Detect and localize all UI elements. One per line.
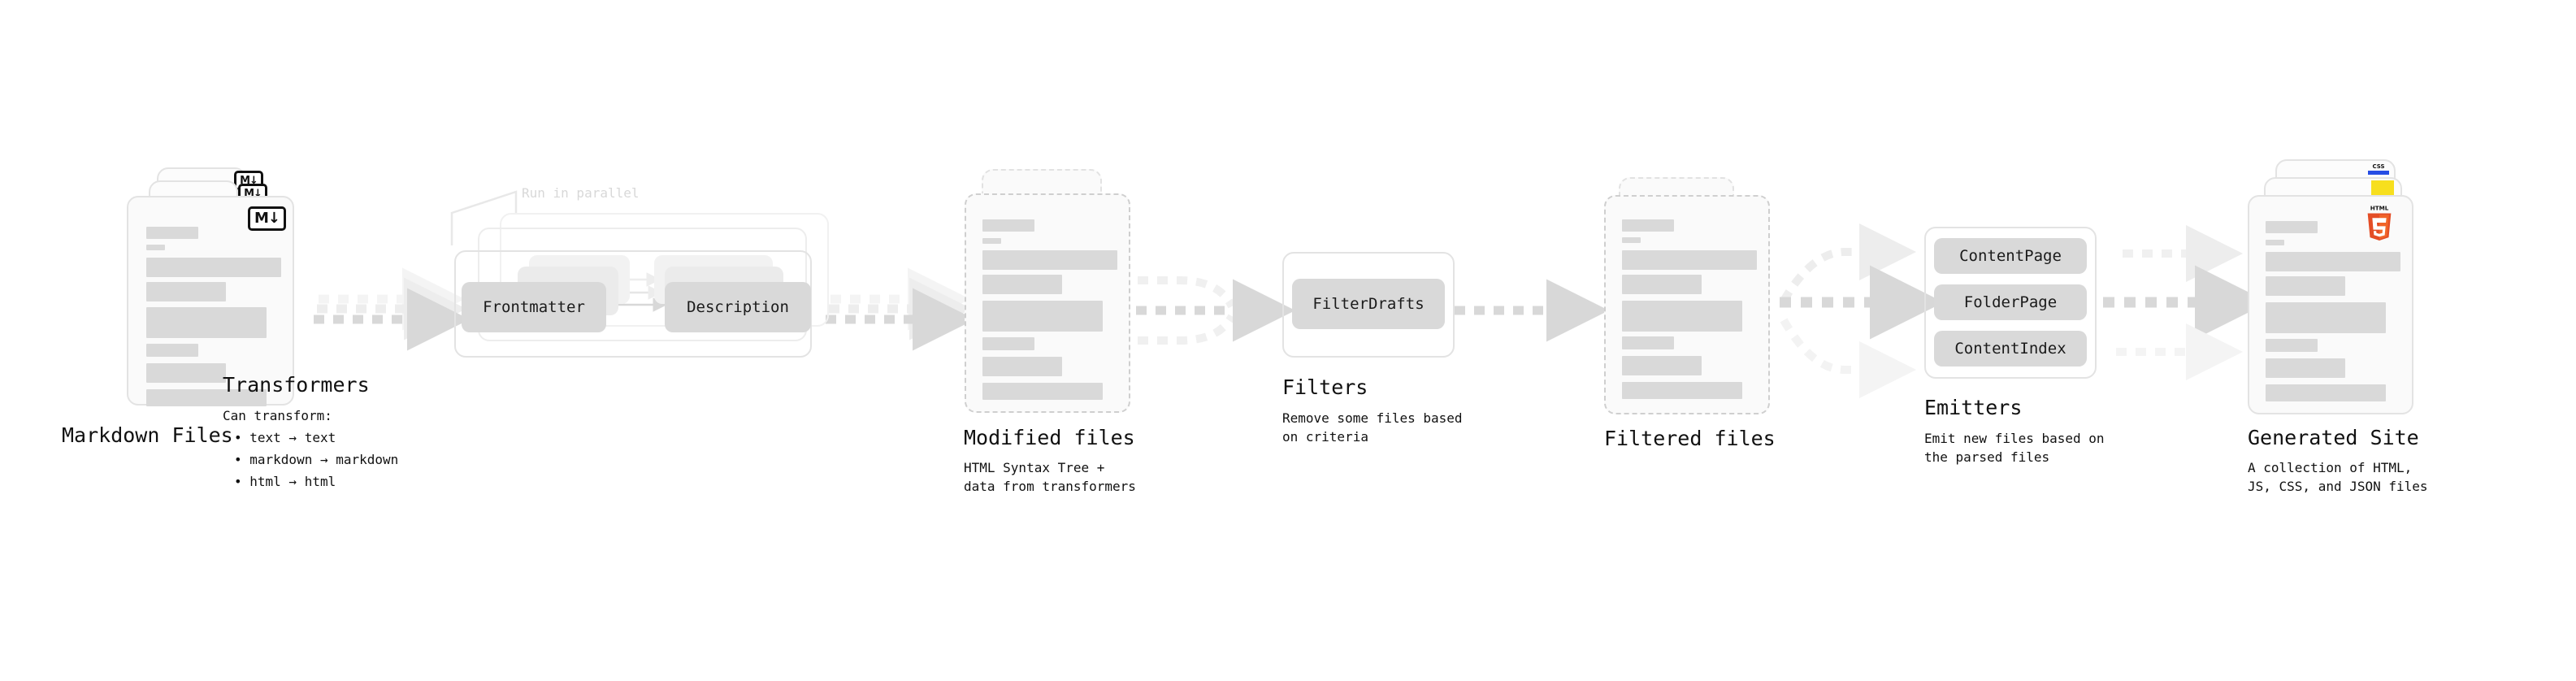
skeleton-bar — [146, 258, 281, 277]
emitters-box — [1924, 227, 2097, 379]
arrow-modified-to-filters — [1136, 276, 1295, 345]
skeleton-bar — [982, 238, 1001, 244]
skeleton-bar — [146, 389, 267, 406]
skeleton-bar — [1622, 382, 1742, 399]
skeleton-bar — [2266, 384, 2386, 401]
arrow-markdown-to-transformers — [314, 267, 470, 351]
skeleton-bar — [2266, 221, 2318, 233]
skeleton-bar — [2266, 302, 2386, 333]
skeleton-bar — [982, 250, 1117, 270]
skeleton-bar — [982, 275, 1062, 294]
skeleton-bar — [2266, 240, 2284, 245]
site-card-front: HTML — [2248, 195, 2413, 414]
skeleton-bar — [1622, 336, 1674, 349]
transformer-chip-description[interactable]: Description — [665, 282, 811, 332]
emitter-chip-contentindex[interactable]: ContentIndex — [1934, 331, 2087, 367]
emitters-subtitle: Emit new files based on the parsed files — [1924, 431, 2105, 466]
skeleton-bar — [1622, 356, 1702, 375]
filters-subtitle: Remove some files based on criteria — [1282, 410, 1463, 445]
transformers-bullet-2: • html → html — [234, 474, 336, 489]
transformer-box-front — [454, 250, 812, 358]
skeleton-bar — [146, 282, 226, 301]
skeleton-bar — [1622, 250, 1757, 270]
skeleton-bar — [2266, 252, 2400, 271]
css-icon-label: CSS — [2372, 163, 2385, 170]
skeleton-bar — [982, 383, 1103, 400]
skeleton-bar — [982, 357, 1062, 376]
css-icon: CSS — [2368, 163, 2389, 175]
skeleton-bar — [146, 363, 226, 383]
transformers-subtitle: Can transform: — [223, 408, 332, 423]
skeleton-bar — [1622, 219, 1674, 232]
skeleton-bar — [982, 219, 1034, 232]
arrow-emitters-to-site — [2103, 225, 2269, 380]
filters-box — [1282, 252, 1455, 358]
stage-title-markdown-files: Markdown Files — [62, 423, 233, 447]
skeleton-bar — [146, 245, 165, 250]
emitter-chip-folderpage[interactable]: FolderPage — [1934, 284, 2087, 320]
generated-site-subtitle: A collection of HTML, JS, CSS, and JSON … — [2248, 460, 2428, 495]
filtered-card-front — [1604, 195, 1770, 414]
skeleton-bar — [982, 337, 1034, 350]
transformer-chip-frontmatter[interactable]: Frontmatter — [462, 282, 606, 332]
stage-title-generated-site: Generated Site — [2248, 426, 2419, 449]
arrow-filtered-to-emitters — [1780, 223, 1944, 398]
transformers-bullet-0: • text → text — [234, 430, 336, 445]
svg-text:HTML: HTML — [2370, 205, 2389, 212]
modified-files-subtitle: HTML Syntax Tree + data from transformer… — [964, 460, 1136, 495]
markdown-icon: M↓ — [248, 206, 286, 231]
transformers-bullet-1: • markdown → markdown — [234, 452, 399, 467]
stage-title-modified-files: Modified files — [964, 426, 1135, 449]
modified-card-front — [965, 193, 1130, 413]
stage-title-transformers: Transformers — [223, 373, 370, 397]
skeleton-bar — [2266, 358, 2345, 378]
html5-icon: HTML — [2367, 205, 2392, 241]
skeleton-bar — [1622, 237, 1641, 243]
run-in-parallel-pointer — [450, 190, 518, 245]
skeleton-bar — [2266, 339, 2318, 352]
run-in-parallel-label: Run in parallel — [522, 185, 640, 201]
skeleton-bar — [146, 227, 198, 239]
skeleton-bar — [146, 307, 267, 338]
skeleton-bar — [2266, 276, 2345, 296]
emitter-chip-contentpage[interactable]: ContentPage — [1934, 238, 2087, 274]
arrow-transformers-to-modified — [826, 267, 975, 351]
filter-chip-filterdrafts[interactable]: FilterDrafts — [1292, 279, 1445, 329]
js-icon — [2371, 180, 2394, 195]
skeleton-bar — [982, 301, 1103, 332]
markdown-card-front: M↓ — [127, 196, 294, 406]
skeleton-bar — [1622, 301, 1742, 332]
stage-title-filters: Filters — [1282, 375, 1368, 399]
skeleton-bar — [146, 344, 198, 357]
stage-title-emitters: Emitters — [1924, 396, 2023, 419]
transformer-box-back — [500, 213, 829, 327]
skeleton-bar — [1622, 275, 1702, 294]
stage-title-filtered-files: Filtered files — [1604, 427, 1776, 450]
